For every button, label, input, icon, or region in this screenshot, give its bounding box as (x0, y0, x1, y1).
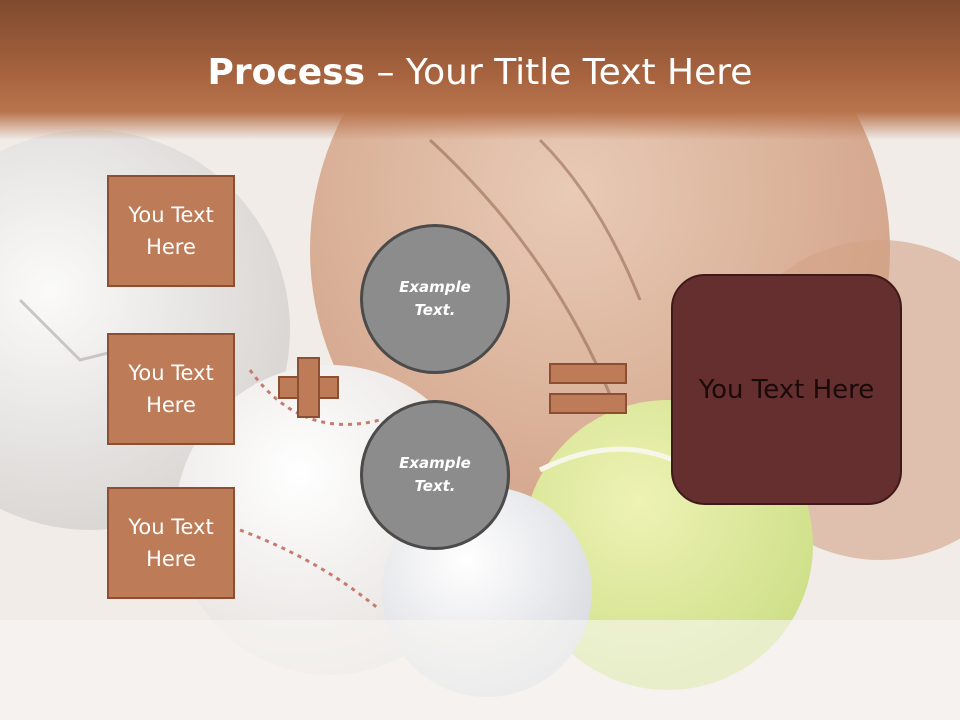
equals-icon-bottom-bar (549, 393, 627, 414)
slide-title: Process – Your Title Text Here (0, 52, 960, 93)
equals-icon-top-bar (549, 363, 627, 384)
title-bold: Process (207, 52, 366, 93)
text-box-1-line1: You Text (128, 203, 214, 227)
result-box[interactable]: You Text Here (671, 274, 902, 505)
plus-icon-center (299, 378, 318, 397)
example-circle-1-line2: Text. (414, 301, 456, 319)
example-circle-2-line1: Example (399, 454, 471, 472)
text-box-1-line2: Here (146, 235, 196, 259)
example-circle-1-line1: Example (399, 278, 471, 296)
text-box-2-line1: You Text (128, 361, 214, 385)
text-box-3-line1: You Text (128, 515, 214, 539)
text-box-3-line2: Here (146, 547, 196, 571)
result-box-text: You Text Here (698, 374, 875, 405)
header-band (0, 0, 960, 140)
text-box-2-line2: Here (146, 393, 196, 417)
title-rest: – Your Title Text Here (365, 52, 753, 93)
example-circle-2-line2: Text. (414, 477, 456, 495)
